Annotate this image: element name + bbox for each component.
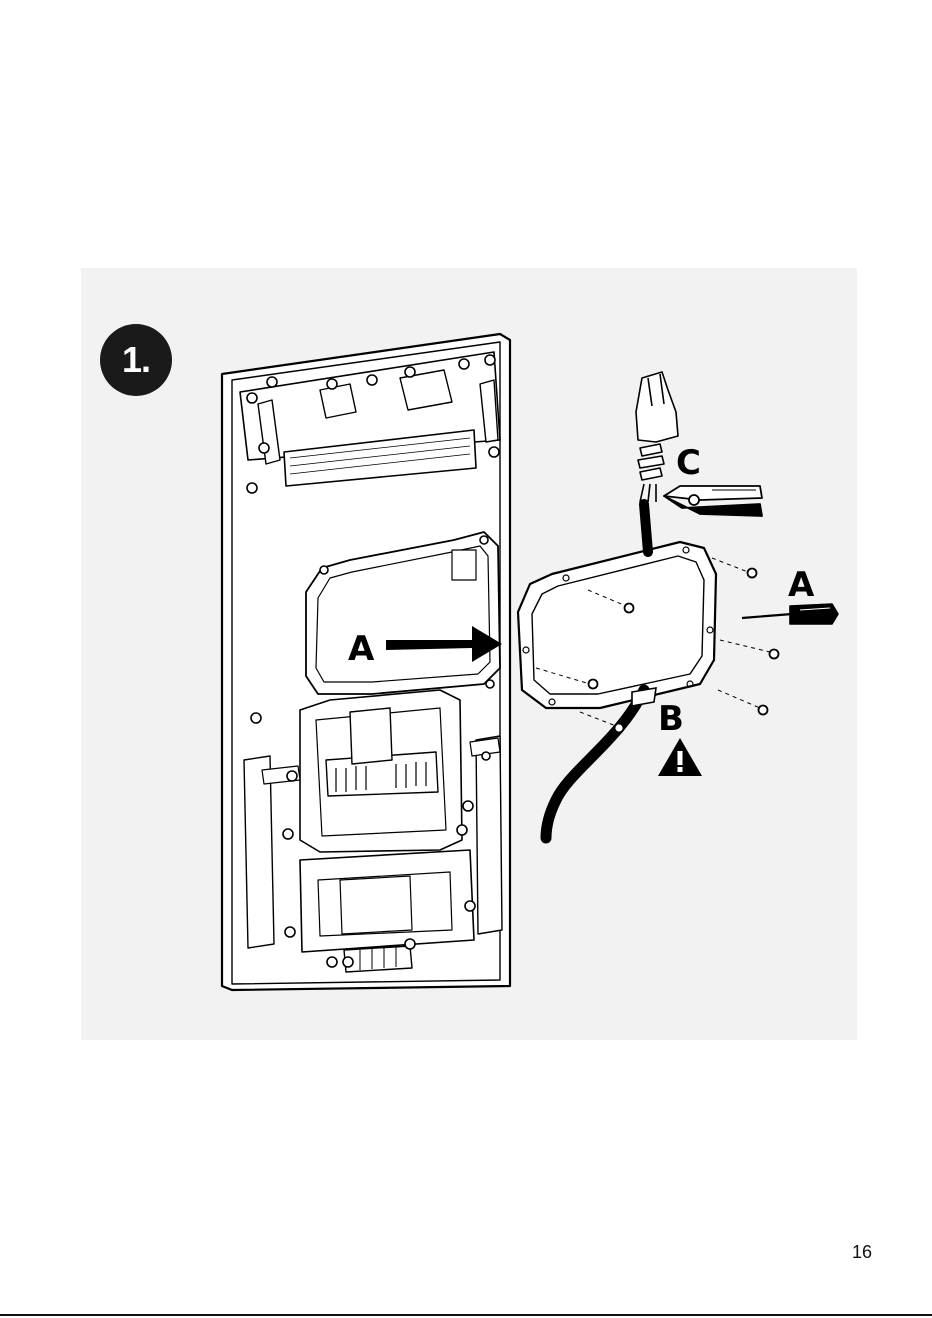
bottom-rule bbox=[0, 1314, 932, 1316]
callout-b: B bbox=[658, 699, 684, 739]
callout-c: C bbox=[676, 443, 701, 483]
screwdriver-icon bbox=[742, 604, 838, 624]
network-connector-icon bbox=[636, 372, 678, 502]
callout-a-left: A bbox=[348, 629, 375, 669]
lower-cable bbox=[546, 688, 656, 838]
callout-a-right: A bbox=[788, 565, 815, 605]
upper-cable bbox=[644, 504, 648, 552]
warning-icon bbox=[658, 738, 702, 776]
gasket-cover bbox=[518, 542, 716, 708]
page-number: 16 bbox=[852, 1242, 872, 1263]
wire-cutter-icon bbox=[664, 486, 762, 516]
